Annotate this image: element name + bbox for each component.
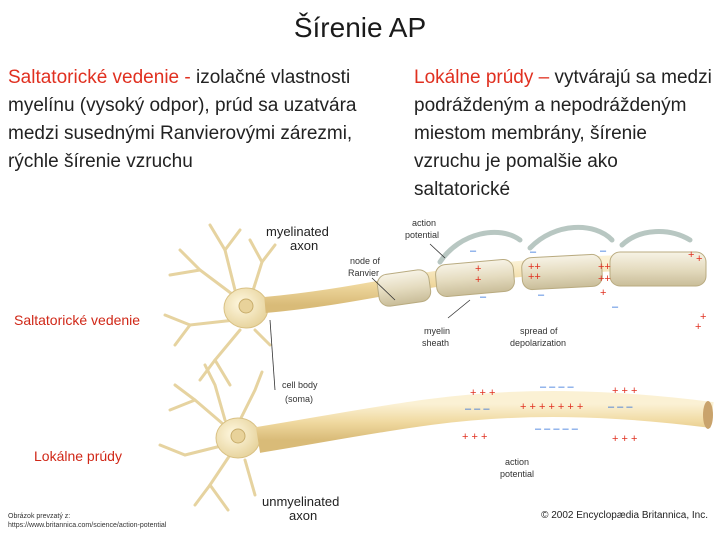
svg-text:– – – –: – – – – (540, 381, 575, 393)
local-currents-description: Lokálne prúdy – vytvárajú sa medzi podrá… (414, 64, 714, 204)
svg-text:+ + +: + + + (612, 433, 637, 445)
upper-neuron (163, 223, 277, 387)
svg-text:–: – (470, 245, 477, 257)
upper-nucleus (238, 298, 254, 314)
svg-text:–: – (480, 291, 487, 303)
myelinated-axon-label-2: axon (290, 238, 318, 253)
action-potential-bottom-label-2: potential (500, 469, 534, 479)
myelin-sheath-label-1: myelin (424, 326, 450, 336)
image-source: Obrázok prevzatý z: https://www.britanni… (8, 512, 166, 530)
myelin-sheath-segments (376, 251, 707, 307)
local-currents-side-label: Lokálne prúdy (34, 448, 122, 464)
saltatory-arrows (437, 224, 693, 265)
svg-text:+: + (475, 274, 481, 286)
source-caption: Obrázok prevzatý z: (8, 513, 71, 520)
svg-text:++: ++ (528, 261, 541, 273)
node-of-ranvier-label-1: node of (350, 256, 381, 266)
svg-text:– – –: – – – (608, 401, 633, 413)
unmyelinated-axon-end (703, 401, 713, 429)
svg-text:–: – (530, 246, 537, 258)
unmyelinated-axon-label-2: axon (289, 508, 317, 523)
svg-text:–: – (538, 289, 545, 301)
saltatory-description: Saltatorické vedenie - izolačné vlastnos… (8, 64, 368, 176)
copyright-notice: © 2002 Encyclopædia Britannica, Inc. (541, 510, 708, 521)
local-currents-term: Lokálne prúdy – (414, 67, 550, 88)
unmyelinated-axon-label-1: unmyelinated (262, 494, 339, 509)
svg-text:+: + (695, 321, 701, 333)
svg-text:+: + (700, 311, 706, 323)
local-currents-body: vytvárajú sa medzi podráždeným a nepodrá… (414, 67, 712, 200)
svg-text:+ + +: + + + (470, 387, 495, 399)
action-potential-top-label-2: potential (405, 230, 439, 240)
svg-text:+ + + + + + +: + + + + + + + (520, 401, 583, 413)
unmyelinated-axon (255, 391, 714, 453)
saltatory-side-label: Saltatorické vedenie (14, 312, 141, 328)
svg-text:+ + +: + + + (462, 431, 487, 443)
svg-text:– – –: – – – (465, 403, 490, 415)
svg-text:– – – – –: – – – – – (535, 423, 579, 435)
svg-text:++: ++ (528, 271, 541, 283)
svg-text:++: ++ (598, 261, 611, 273)
leader-lines (269, 243, 471, 391)
svg-text:+: + (696, 253, 702, 265)
node-of-ranvier-label-2: Ranvier (348, 268, 379, 278)
spread-label-1: spread of (520, 326, 558, 336)
saltatory-body: izolačné vlastnosti myelínu (vysoký odpo… (8, 67, 357, 172)
saltatory-term: Saltatorické vedenie - (8, 67, 191, 88)
lower-neuron (158, 363, 264, 512)
cell-body-label-2: (soma) (285, 394, 313, 404)
action-potential-top-label-1: action (412, 218, 436, 228)
myelinated-charges: – + + – – ++ ++ – – ++ ++ + – + + + + (470, 245, 706, 333)
svg-text:+: + (475, 263, 481, 275)
slide-title: Šírenie AP (293, 12, 427, 43)
svg-text:+: + (688, 249, 694, 261)
myelinated-axon-label-1: myelinated (266, 224, 329, 239)
svg-text:+: + (600, 287, 606, 299)
svg-text:+ + +: + + + (612, 385, 637, 397)
myelin-sheath-label-2: sheath (422, 338, 449, 348)
unmyelinated-charges: + + + – – – – + + + – – – + + + + + + + … (462, 381, 637, 445)
svg-text:–: – (612, 301, 619, 313)
svg-text:–: – (600, 245, 607, 257)
lower-nucleus (230, 428, 246, 444)
action-potential-bottom-label-1: action (505, 457, 529, 467)
cell-body-label-1: cell body (282, 380, 318, 390)
svg-text:++: ++ (598, 273, 611, 285)
source-url: https://www.britannica.com/science/actio… (8, 522, 167, 529)
spread-label-2: depolarization (510, 338, 566, 348)
